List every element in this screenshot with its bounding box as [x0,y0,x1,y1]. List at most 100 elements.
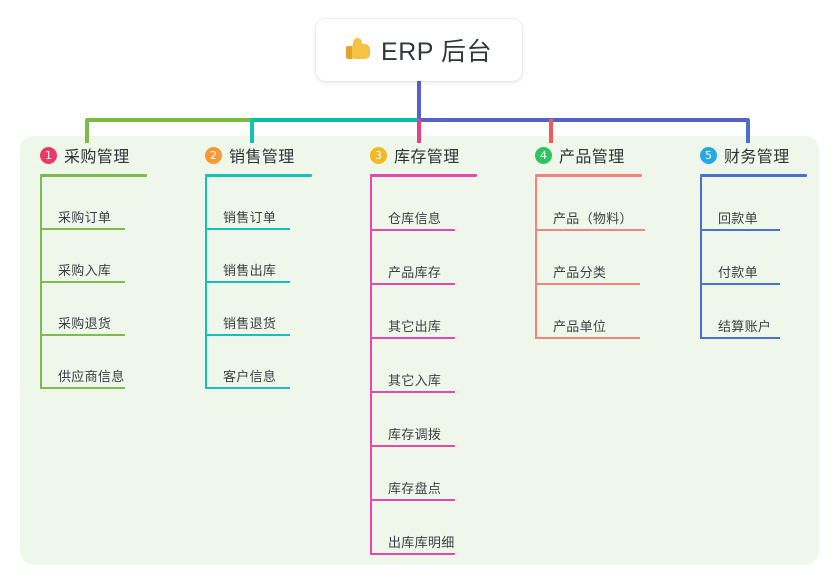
leaf-label: 采购订单 [58,210,112,225]
column-header-4[interactable]: 4 产品管理 [535,142,642,168]
column-underline [700,174,807,177]
column-title: 销售管理 [229,149,295,166]
leaf-item[interactable]: 销售出库 [205,230,290,283]
leaf-underline [40,334,125,336]
leaf-item[interactable]: 其它入库 [370,339,455,393]
leaf-label: 采购入库 [58,263,112,278]
leaf-underline [370,445,455,447]
column-title: 库存管理 [394,149,460,166]
leaf-underline [370,499,455,501]
leaf-underline [205,387,290,389]
number-badge-icon: 2 [205,146,222,164]
leaf-underline [40,281,125,283]
leaf-underline [535,283,640,285]
column-header-2[interactable]: 2 销售管理 [205,142,312,168]
column-title: 采购管理 [64,149,130,166]
column-3: 3 库存管理仓库信息产品库存其它出库其它入库库存调拨库存盘点出库库明细 [370,142,477,555]
leaf-item[interactable]: 供应商信息 [40,336,125,389]
column-header-3[interactable]: 3 库存管理 [370,142,477,168]
leaf-label: 其它出库 [388,319,442,334]
column-underline [535,174,642,177]
leaf-underline [700,283,780,285]
leaf-underline [205,228,290,230]
branch-spine [40,177,42,389]
leaf-label: 产品分类 [553,265,607,280]
leaf-item[interactable]: 采购退货 [40,283,125,336]
thumbs-up-icon [346,38,371,62]
leaf-label: 产品库存 [388,265,442,280]
leaf-item[interactable]: 库存调拨 [370,393,455,447]
column-5: 5 财务管理回款单付款单结算账户 [700,142,807,339]
leaf-item[interactable]: 采购入库 [40,230,125,283]
leaf-item[interactable]: 销售订单 [205,177,290,230]
leaf-underline [205,281,290,283]
column-title: 财务管理 [724,149,790,166]
leaf-underline [700,229,780,231]
leaf-item[interactable]: 库存盘点 [370,447,455,501]
branch-spine [205,177,207,389]
column-header-5[interactable]: 5 财务管理 [700,142,807,168]
leaf-label: 产品（物料） [553,211,633,226]
leaf-label: 产品单位 [553,319,607,334]
leaf-label: 销售退货 [223,316,277,331]
leaf-item[interactable]: 采购订单 [40,177,125,230]
leaf-label: 库存调拨 [388,427,442,442]
leaf-underline [370,283,455,285]
leaf-item[interactable]: 客户信息 [205,336,290,389]
leaf-underline [40,228,125,230]
leaf-underline [205,334,290,336]
leaf-label: 回款单 [718,211,758,226]
leaf-label: 仓库信息 [388,211,442,226]
root-node[interactable]: ERP 后台 [316,19,522,81]
number-badge-icon: 5 [700,146,717,164]
leaf-label: 客户信息 [223,369,277,384]
leaf-underline [700,337,780,339]
leaf-item[interactable]: 出库库明细 [370,501,455,555]
leaf-item[interactable]: 其它出库 [370,285,455,339]
leaf-item[interactable]: 销售退货 [205,283,290,336]
root-title: ERP 后台 [381,38,492,66]
root-node-content: ERP 后台 [346,32,492,68]
column-underline [370,174,477,177]
number-badge-icon: 4 [535,146,552,164]
leaf-label: 采购退货 [58,316,112,331]
leaf-item[interactable]: 产品单位 [535,285,640,339]
leaf-label: 付款单 [718,265,758,280]
branch-spine [370,177,372,555]
branch-2: 销售订单销售出库销售退货客户信息 [205,177,312,389]
leaf-underline [370,229,455,231]
column-title: 产品管理 [559,149,625,166]
leaf-label: 出库库明细 [388,535,455,550]
branches-panel [20,136,819,565]
leaf-label: 结算账户 [718,319,772,334]
branch-spine [700,177,702,339]
leaf-underline [370,391,455,393]
branch-1: 采购订单采购入库采购退货供应商信息 [40,177,147,389]
branch-spine [535,177,537,339]
leaf-underline [370,553,455,555]
branch-5: 回款单付款单结算账户 [700,177,807,339]
leaf-item[interactable]: 回款单 [700,177,780,231]
leaf-label: 库存盘点 [388,481,442,496]
column-2: 2 销售管理销售订单销售出库销售退货客户信息 [205,142,312,389]
column-underline [40,174,147,177]
column-underline [205,174,312,177]
leaf-item[interactable]: 产品（物料） [535,177,645,231]
leaf-label: 销售出库 [223,263,277,278]
leaf-item[interactable]: 付款单 [700,231,780,285]
leaf-item[interactable]: 仓库信息 [370,177,455,231]
leaf-label: 供应商信息 [58,369,125,384]
leaf-underline [535,337,640,339]
leaf-item[interactable]: 产品库存 [370,231,455,285]
leaf-underline [535,229,645,231]
leaf-label: 其它入库 [388,373,442,388]
leaf-underline [370,337,455,339]
leaf-label: 销售订单 [223,210,277,225]
number-badge-icon: 3 [370,146,387,164]
leaf-item[interactable]: 结算账户 [700,285,780,339]
leaf-item[interactable]: 产品分类 [535,231,640,285]
column-4: 4 产品管理产品（物料） 产品分类产品单位 [535,142,645,339]
